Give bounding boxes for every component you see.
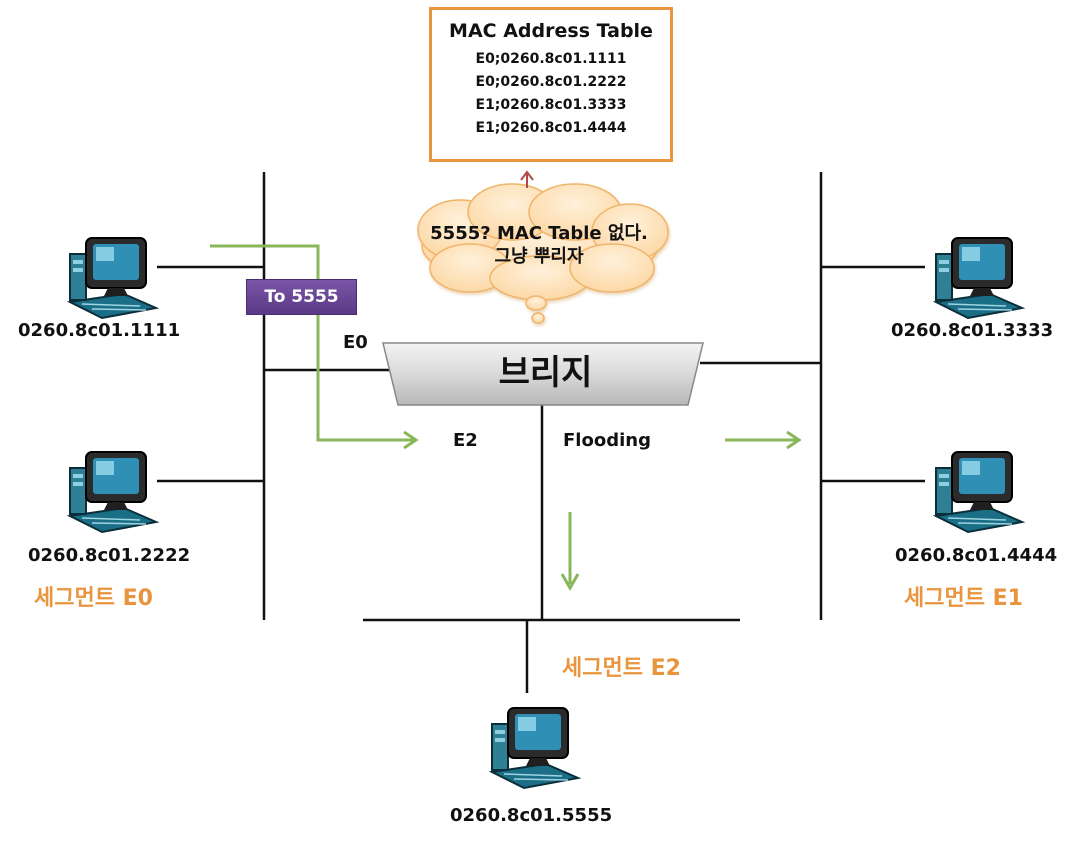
segment-lines bbox=[157, 172, 925, 693]
pc-1111-icon bbox=[69, 237, 157, 319]
cloud-line-2: 그냥 뿌리자 bbox=[494, 246, 584, 267]
flow-arrows bbox=[210, 244, 802, 592]
flooding-label: Flooding bbox=[563, 430, 651, 451]
bridge-device bbox=[382, 342, 704, 406]
lookup-arrow bbox=[520, 170, 534, 188]
port-e0-label: E0 bbox=[343, 332, 368, 353]
host-3333-label: 0260.8c01.3333 bbox=[891, 320, 1054, 341]
host-1111-label: 0260.8c01.1111 bbox=[18, 320, 181, 341]
host-4444-label: 0260.8c01.4444 bbox=[895, 545, 1058, 566]
bridge-label: 브리지 bbox=[498, 353, 593, 393]
segment-e0-label: 세그먼트 E0 bbox=[34, 586, 153, 611]
cloud-line-1: 5555? MAC Table 없다. bbox=[430, 223, 648, 244]
mac-entry: E0;0260.8c01.1111 bbox=[475, 51, 627, 67]
mac-table-title: MAC Address Table bbox=[449, 20, 653, 42]
host-2222-label: 0260.8c01.2222 bbox=[28, 545, 191, 566]
thought-cloud bbox=[417, 183, 669, 324]
host-5555-label: 0260.8c01.5555 bbox=[450, 805, 613, 826]
pc-3333-icon bbox=[935, 237, 1023, 319]
segment-e2-label: 세그먼트 E2 bbox=[562, 656, 681, 681]
pc-5555-icon bbox=[491, 707, 579, 789]
pc-4444-icon bbox=[935, 451, 1023, 533]
segment-e1-label: 세그먼트 E1 bbox=[904, 586, 1023, 611]
mac-address-table: MAC Address Table E0;0260.8c01.1111 E0;0… bbox=[429, 7, 673, 162]
cloud-text: 5555? MAC Table 없다. 그냥 뿌리자 bbox=[414, 222, 664, 268]
port-e2-label: E2 bbox=[453, 430, 478, 451]
mac-entry: E1;0260.8c01.4444 bbox=[475, 120, 627, 136]
mac-entry: E0;0260.8c01.2222 bbox=[475, 74, 627, 90]
frame-destination-label: To 5555 bbox=[246, 279, 357, 315]
pc-2222-icon bbox=[69, 451, 157, 533]
mac-entry: E1;0260.8c01.3333 bbox=[475, 97, 627, 113]
